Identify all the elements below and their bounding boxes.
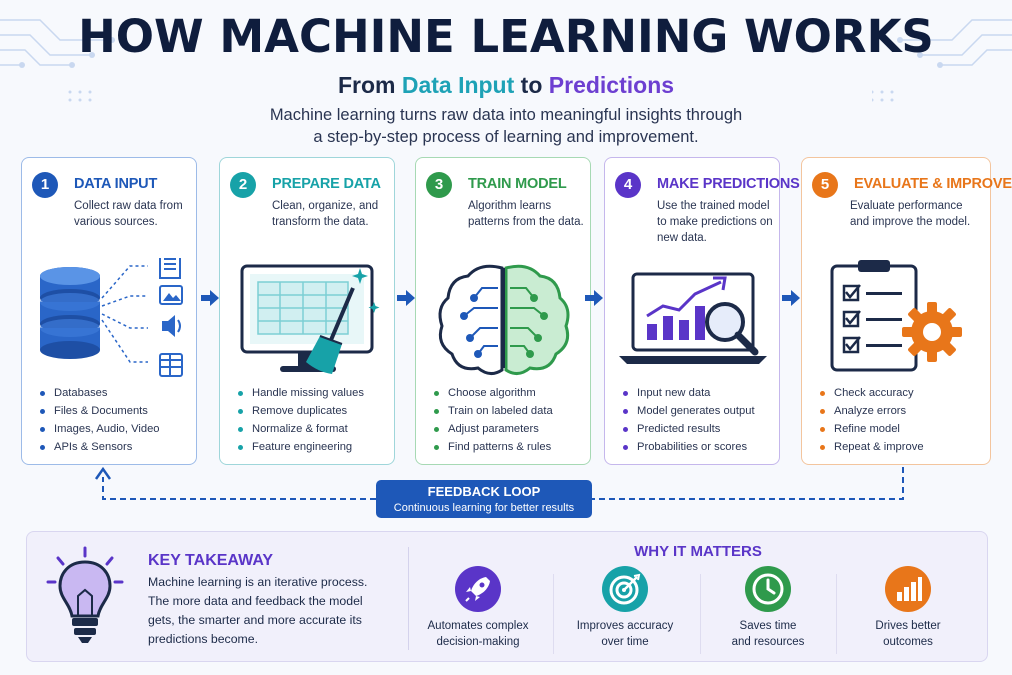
subtitle-highlight-data-input: Data Input	[401, 72, 515, 98]
benefit-divider	[836, 574, 837, 654]
step-bullet-list: Databases Files & Documents Images, Audi…	[40, 384, 160, 456]
bottom-summary-panel	[26, 531, 988, 662]
benefit-label: Drives better outcomes	[875, 620, 941, 648]
step-card-train-model: 3 TRAIN MODEL Algorithm learns patterns …	[415, 157, 591, 465]
benefit-automates: Automates complex decision-making	[408, 566, 548, 650]
subtitle-part: to	[514, 72, 549, 98]
list-item: Analyze errors	[820, 402, 924, 420]
step-number-badge: 1	[32, 172, 58, 198]
step-title: MAKE PREDICTIONS	[657, 176, 800, 192]
database-icon	[40, 258, 183, 377]
key-takeaway-title: KEY TAKEAWAY	[148, 552, 274, 569]
step-header: 2 PREPARE DATA	[230, 172, 388, 198]
step-header: 3 TRAIN MODEL	[426, 172, 584, 198]
arrow-right-icon	[585, 290, 603, 306]
step-bullet-list: Choose algorithm Train on labeled data A…	[434, 384, 553, 456]
list-item: Check accuracy	[820, 384, 924, 402]
list-item: Adjust parameters	[434, 420, 553, 438]
benefit-divider	[700, 574, 701, 654]
list-item: Images, Audio, Video	[40, 420, 160, 438]
step-bullet-list: Check accuracy Analyze errors Refine mod…	[820, 384, 924, 456]
page-title: HOW MACHINE LEARNING WORKS	[78, 10, 934, 63]
feedback-loop-title: FEEDBACK LOOP	[427, 484, 541, 499]
bar-chart-icon	[885, 566, 931, 612]
list-item: Feature engineering	[238, 438, 364, 456]
step-number-badge: 4	[615, 172, 641, 198]
list-item: Normalize & format	[238, 420, 364, 438]
subtitle-part: From	[337, 72, 402, 98]
list-item: Model generates output	[623, 402, 755, 420]
lightbulb-icon	[46, 546, 124, 643]
step-description: Evaluate performance and improve the mod…	[850, 200, 971, 228]
step-header: 4 MAKE PREDICTIONS	[615, 172, 800, 198]
list-item: APIs & Sensors	[40, 438, 160, 456]
benefit-accuracy: Improves accuracy over time	[555, 566, 695, 650]
step-title: PREPARE DATA	[272, 176, 381, 192]
list-item: Choose algorithm	[434, 384, 553, 402]
step-bullet-list: Input new data Model generates output Pr…	[623, 384, 755, 456]
step-header: 1 DATA INPUT	[32, 172, 190, 198]
list-item: Handle missing values	[238, 384, 364, 402]
arrow-right-icon	[782, 290, 800, 306]
step-description: Algorithm learns patterns from the data.	[468, 200, 584, 228]
why-it-matters-title: WHY IT MATTERS	[634, 543, 762, 560]
list-item: Databases	[40, 384, 160, 402]
list-item: Probabilities or scores	[623, 438, 755, 456]
benefit-saves-time: Saves time and resources	[698, 566, 838, 650]
list-item: Predicted results	[623, 420, 755, 438]
arrow-right-icon	[201, 290, 219, 306]
step-description: Use the trained model to make prediction…	[657, 200, 773, 244]
list-item: Remove duplicates	[238, 402, 364, 420]
laptop-chart-icon	[619, 272, 767, 364]
target-icon	[602, 566, 648, 612]
step-card-evaluate-improve: 5 EVALUATE & IMPROVE Evaluate performanc…	[801, 157, 1012, 465]
benefit-label: Improves accuracy over time	[576, 620, 674, 648]
intro-line-1: Machine learning turns raw data into mea…	[269, 106, 743, 124]
intro-line-2: a step-by-step process of learning and i…	[313, 128, 699, 146]
step-bullet-list: Handle missing values Remove duplicates …	[238, 384, 364, 456]
monitor-broom-icon	[240, 264, 380, 374]
arrow-right-icon	[397, 290, 415, 306]
step-description: Clean, organize, and transform the data.	[272, 200, 379, 228]
circuit-decoration-right-icon	[872, 19, 1012, 102]
list-item: Find patterns & rules	[434, 438, 553, 456]
step-description: Collect raw data from various sources.	[74, 200, 183, 228]
step-number-badge: 3	[426, 172, 452, 198]
panel-divider	[408, 547, 409, 650]
step-title: DATA INPUT	[74, 176, 158, 192]
feedback-loop-arrow-icon	[94, 466, 904, 500]
step-number-badge: 5	[812, 172, 838, 198]
intro-text: Machine learning turns raw data into mea…	[0, 104, 1012, 148]
step-header: 5 EVALUATE & IMPROVE	[812, 172, 1012, 198]
list-item: Refine model	[820, 420, 924, 438]
rocket-icon	[455, 566, 501, 612]
step-title: TRAIN MODEL	[468, 176, 567, 192]
key-takeaway-text: Machine learning is an iterative process…	[148, 575, 368, 646]
brain-icon	[438, 264, 570, 375]
benefit-label: Saves time and resources	[731, 620, 805, 648]
list-item: Repeat & improve	[820, 438, 924, 456]
step-number-badge: 2	[230, 172, 256, 198]
step-card-data-input: 1 DATA INPUT Collect raw data from vario…	[21, 157, 197, 465]
step-card-prepare-data: 2 PREPARE DATA Clean, organize, and tran…	[219, 157, 395, 465]
clipboard-gear-icon	[830, 260, 962, 372]
list-item: Input new data	[623, 384, 755, 402]
benefit-label: Automates complex decision-making	[427, 620, 529, 648]
benefit-divider	[553, 574, 554, 654]
clock-icon	[745, 566, 791, 612]
list-item: Files & Documents	[40, 402, 160, 420]
benefit-outcomes: Drives better outcomes	[838, 566, 978, 650]
feedback-loop-subtitle: Continuous learning for better results	[393, 502, 575, 514]
feedback-loop-badge: FEEDBACK LOOP Continuous learning for be…	[376, 480, 592, 518]
step-title: EVALUATE & IMPROVE	[854, 176, 1012, 192]
list-item: Train on labeled data	[434, 402, 553, 420]
page-subtitle: From Data Input to Predictions	[0, 72, 1012, 99]
step-card-make-predictions: 4 MAKE PREDICTIONS Use the trained model…	[604, 157, 800, 465]
subtitle-highlight-predictions: Predictions	[548, 72, 675, 98]
circuit-decoration-left-icon	[0, 19, 115, 102]
